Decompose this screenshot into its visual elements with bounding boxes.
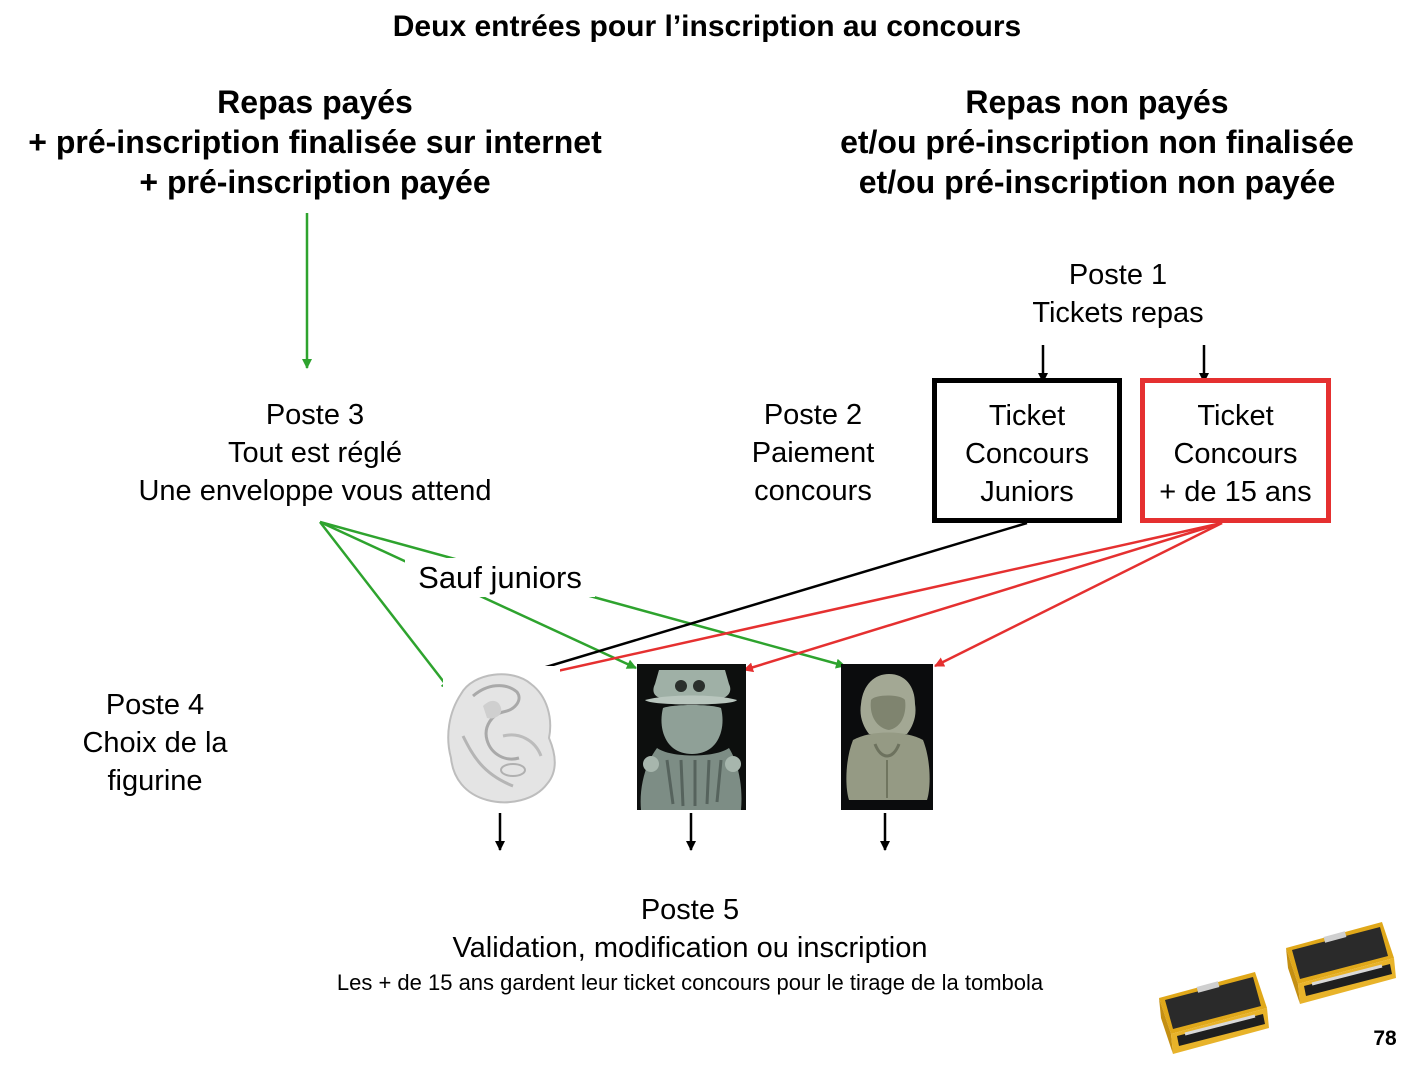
poste4-line3: figurine (107, 765, 203, 797)
right-entry-heading: Repas non payés et/ou pré-inscription no… (800, 82, 1394, 202)
poste2-line3: concours (754, 475, 872, 507)
airbrush-prize-image (1155, 962, 1273, 1060)
poste4-title: Poste 4 (105, 689, 205, 721)
ticket-adults-line3: + de 15 ans (1159, 476, 1312, 508)
sauf-juniors-label: Sauf juniors (405, 558, 595, 598)
airbrush-prize-image-2 (1282, 912, 1400, 1010)
poste4-line2: Choix de la (82, 727, 228, 759)
poste1-label: Poste 1 Tickets repas (968, 256, 1268, 332)
ticket-adults-line2: Concours (1173, 438, 1298, 470)
ticket-juniors-line2: Concours (964, 438, 1090, 470)
poste2-label: Poste 2 Paiement concours (713, 396, 913, 510)
ticket-juniors-line1: Ticket (988, 400, 1066, 432)
poste3-line3: Une enveloppe vous attend (138, 475, 492, 507)
poste3-label: Poste 3 Tout est réglé Une enveloppe vou… (80, 396, 550, 510)
arrow-poste3-to-figure1 (319, 521, 451, 691)
page-number: 78 (1373, 1027, 1397, 1050)
tombola-note: Les + de 15 ans gardent leur ticket conc… (336, 970, 1044, 995)
poste4-label: Poste 4 Choix de la figurine (40, 686, 270, 800)
figurine-hooded-bust-image (841, 664, 933, 810)
ticket-adults-line1: Ticket (1197, 400, 1274, 432)
arrow-adults-to-figure3 (934, 521, 1223, 668)
left-entry-line3: + pré-inscription payée (139, 164, 491, 200)
poste5-label: Poste 5 Validation, modification ou insc… (200, 891, 1180, 967)
left-entry-line2: + pré-inscription finalisée sur internet (28, 124, 602, 160)
poste3-line2: Tout est réglé (227, 437, 403, 469)
poste5-title: Poste 5 (640, 894, 740, 926)
right-entry-line1: Repas non payés (965, 84, 1229, 120)
poste3-title: Poste 3 (265, 399, 365, 431)
figurine-top-hat-bust-image (637, 664, 746, 810)
figurine-white-bust-image (443, 666, 560, 806)
arrow-adults-to-figure1 (516, 521, 1223, 683)
ticket-juniors-line3: Juniors (980, 476, 1074, 508)
left-entry-heading: Repas payés + pré-inscription finalisée … (0, 82, 630, 202)
poste2-title: Poste 2 (763, 399, 863, 431)
poste2-line2: Paiement (751, 437, 875, 469)
poste1-title: Poste 1 (1068, 259, 1168, 291)
page-title: Deux entrées pour l’inscription au conco… (392, 10, 1022, 43)
ticket-juniors-box: Ticket Concours Juniors (932, 378, 1122, 523)
poste5-subtitle: Validation, modification ou inscription (452, 932, 928, 964)
ticket-adults-box: Ticket Concours + de 15 ans (1140, 378, 1331, 523)
arrow-juniors-to-figure1 (515, 521, 1028, 679)
right-entry-line3: et/ou pré-inscription non payée (858, 164, 1336, 200)
left-entry-line1: Repas payés (217, 84, 413, 120)
right-entry-line2: et/ou pré-inscription non finalisée (840, 124, 1354, 160)
arrow-adults-to-figure2 (743, 521, 1223, 673)
poste1-subtitle: Tickets repas (1032, 297, 1204, 329)
